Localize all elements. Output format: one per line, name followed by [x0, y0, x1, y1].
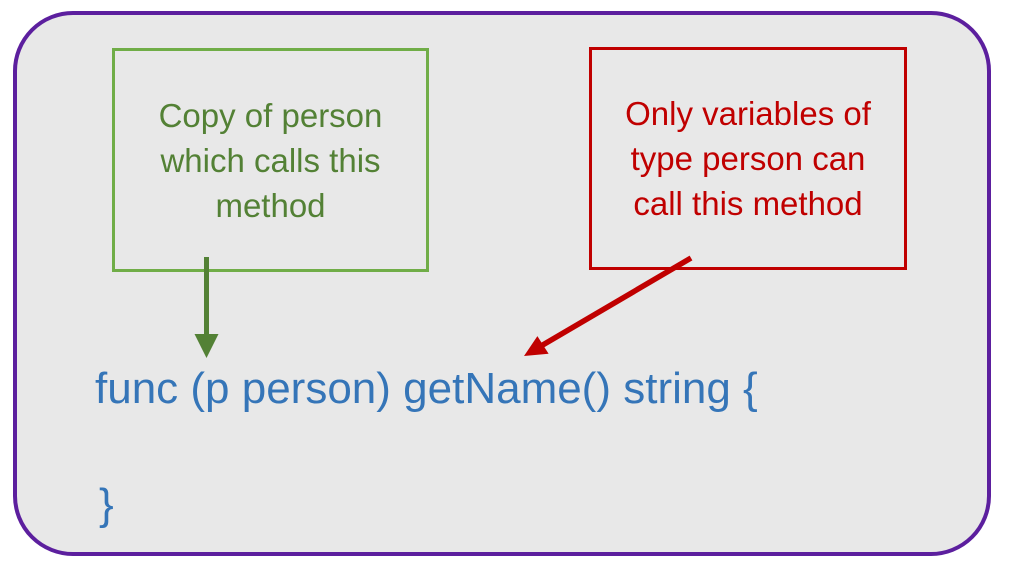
- callout-copy-of-person: Copy of person which calls this method: [112, 48, 429, 272]
- callout-copy-line-3: method: [215, 186, 326, 224]
- callout-only-type-person: Only variables of type person can call t…: [589, 47, 907, 270]
- rounded-slide-container: Copy of person which calls this method O…: [13, 11, 991, 556]
- code-method-signature: func (p person) getName() string {: [95, 364, 758, 413]
- callout-type-line-3: call this method: [633, 185, 863, 222]
- callout-type-line-1: Only variables of: [625, 95, 871, 132]
- code-closing-brace: }: [99, 480, 114, 529]
- callout-copy-line-1: Copy of person: [158, 96, 383, 134]
- callout-copy-line-2: which calls this: [160, 141, 381, 179]
- callout-type-line-2: type person can: [630, 140, 866, 177]
